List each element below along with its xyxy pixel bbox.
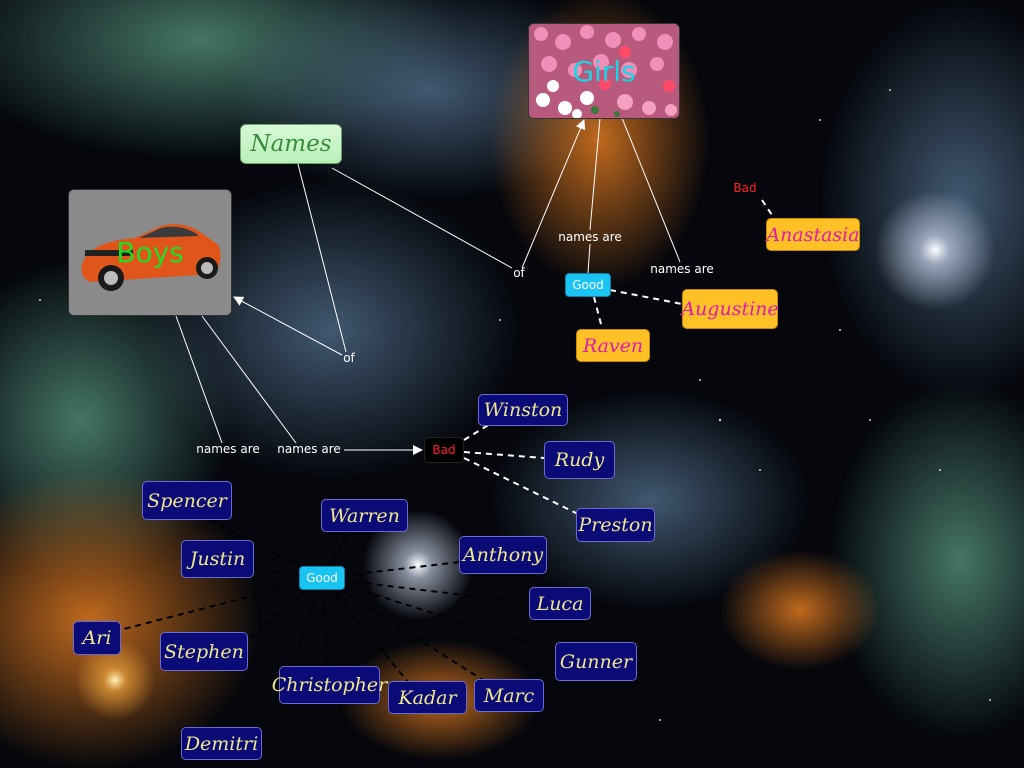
girls-good-node[interactable]: Good xyxy=(565,273,611,297)
link-label-of-girls: of xyxy=(513,266,525,280)
flowers-image xyxy=(529,24,679,118)
boy-name-node[interactable]: Rudy xyxy=(544,441,615,479)
boy-name-node[interactable]: Luca xyxy=(529,587,591,620)
girl-name-node[interactable]: Anastasia xyxy=(766,218,860,251)
link-boys-names-are-bad xyxy=(201,315,297,444)
dash-good-ari xyxy=(119,577,323,631)
dash-good-kadar xyxy=(321,577,409,683)
girl-name-node[interactable]: Raven xyxy=(576,329,650,362)
link-label-girls-names-are-bad: names are xyxy=(650,262,714,276)
girl-name-node[interactable]: Augustine xyxy=(681,289,779,329)
boy-name-node[interactable]: Gunner xyxy=(555,642,637,681)
boy-name-node[interactable]: Kadar xyxy=(388,681,467,714)
boy-name-node[interactable]: Christopher xyxy=(272,666,387,704)
boy-name-node[interactable]: Demitri xyxy=(181,727,262,760)
boy-name-node[interactable]: Marc xyxy=(474,679,544,712)
boys-node[interactable]: Boys xyxy=(68,189,232,316)
dash-girlgood-augustine xyxy=(609,289,683,305)
dash-good-gunner xyxy=(321,577,557,653)
link-names-of-girls xyxy=(331,167,513,269)
car-image xyxy=(69,190,231,315)
boy-name-node[interactable]: Anthony xyxy=(459,536,547,574)
link-names-of-boys xyxy=(297,163,347,353)
link-label-girls-names-are-good: names are xyxy=(558,230,622,244)
boy-name-node[interactable]: Justin xyxy=(181,540,254,578)
boys-good-node[interactable]: Good xyxy=(299,566,345,590)
link-boys-names-are-good xyxy=(175,315,223,444)
dash-good-luca xyxy=(321,577,531,604)
girls-node[interactable]: Girls xyxy=(528,23,680,119)
link-girls-names-are-bad xyxy=(621,117,681,263)
dash-good-anthony xyxy=(321,561,461,579)
dash-bad-winston xyxy=(463,423,491,441)
link-label-of-boys: of xyxy=(343,351,355,365)
boy-name-node[interactable]: Stephen xyxy=(160,632,248,671)
dash-girlgood-raven xyxy=(593,296,603,329)
boy-name-node[interactable]: Warren xyxy=(321,499,408,532)
boys-bad-node[interactable]: Bad xyxy=(424,437,464,463)
dash-good-warren xyxy=(321,531,349,579)
link-label-boys-names-are-bad: names are xyxy=(277,442,341,456)
dash-girlbad-anastasia xyxy=(761,199,775,219)
link-of-to-girls xyxy=(521,119,586,269)
girls-label: Girls xyxy=(572,54,636,88)
link-label-boys-names-are-good: names are xyxy=(196,442,260,456)
link-girls-names-are-good-2 xyxy=(587,243,591,274)
dash-good-christopher xyxy=(321,577,329,667)
names-node[interactable]: Names xyxy=(240,124,342,164)
boy-name-node[interactable]: Ari xyxy=(73,621,121,655)
boy-name-node[interactable]: Preston xyxy=(576,508,655,542)
girls-bad-node[interactable]: Bad xyxy=(733,181,757,195)
boys-label: Boys xyxy=(116,236,184,269)
boy-name-node[interactable]: Winston xyxy=(478,394,568,426)
boy-name-node[interactable]: Spencer xyxy=(142,481,232,520)
link-girls-names-are-good xyxy=(589,117,601,231)
link-of-to-boys xyxy=(233,296,343,356)
dash-bad-rudy xyxy=(463,451,545,459)
